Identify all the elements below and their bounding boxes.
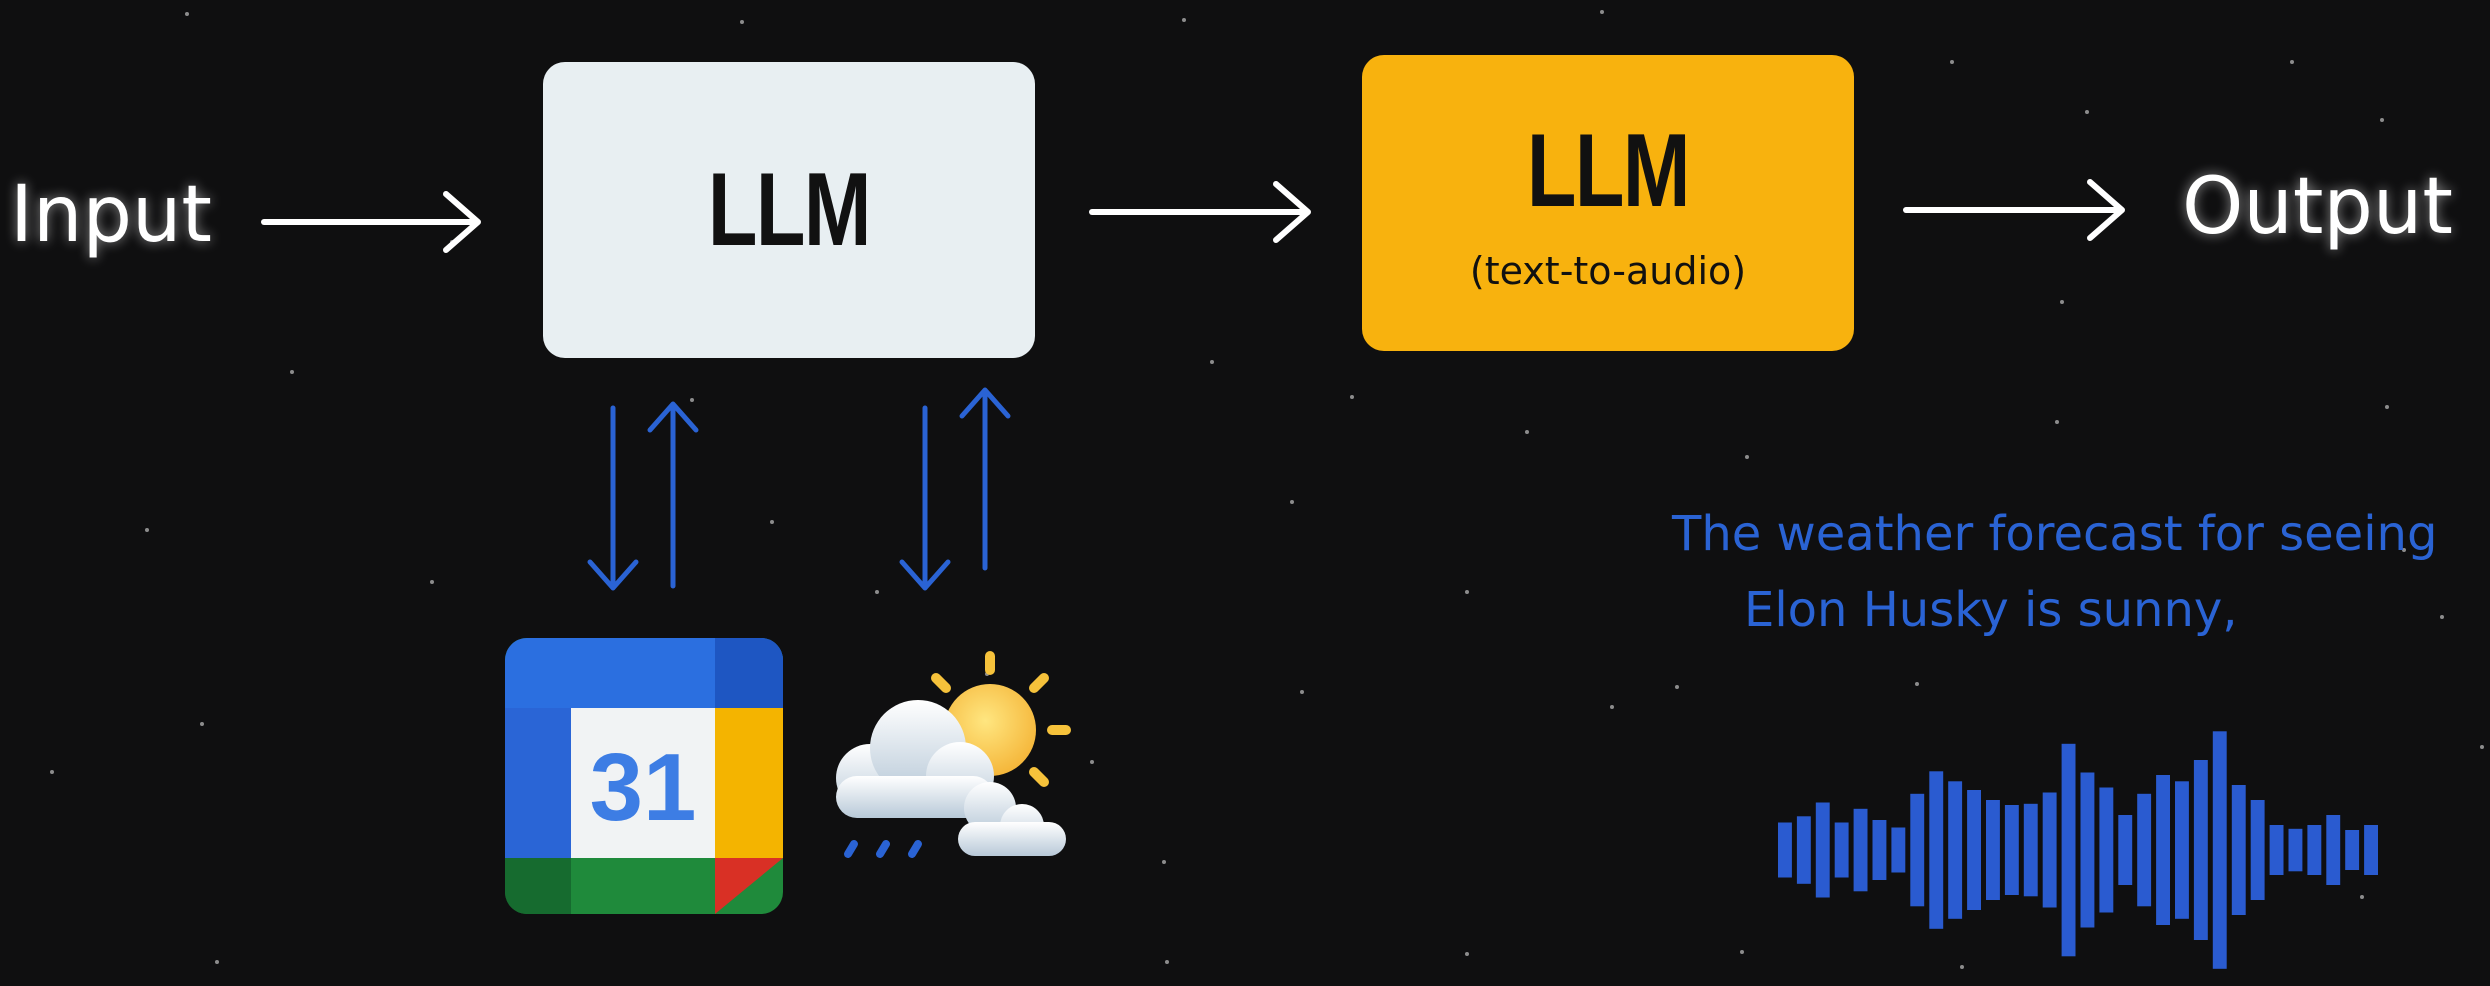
star (2385, 405, 2389, 409)
waveform-bar (1910, 793, 1925, 907)
arrow-input-to-llm (261, 191, 481, 253)
waveform-bar (1948, 781, 1963, 919)
star (2480, 745, 2484, 749)
waveform-bar (2080, 772, 2095, 928)
waveform-bar (1853, 808, 1868, 892)
star (875, 590, 879, 594)
waveform-bar (2307, 825, 2322, 875)
star (690, 398, 694, 402)
caption-line-2: Elon Husky is sunny, (1744, 582, 2238, 638)
star (1525, 430, 1529, 434)
star (1465, 952, 1469, 956)
waveform-bar (1986, 800, 2000, 900)
arrow-weather-to-llm (959, 387, 1011, 571)
arrow-tts-to-output (1903, 179, 2125, 241)
waveform-bar (1778, 822, 1792, 878)
waveform-bar (2364, 825, 2378, 875)
star (1610, 705, 1614, 709)
tts-box-title: LLM (1527, 113, 1691, 229)
star (1745, 455, 1749, 459)
waveform-bar (2061, 743, 2076, 957)
waveform-bar (2175, 781, 2189, 919)
weather-icon (836, 651, 1071, 858)
waveform-bar (2250, 800, 2265, 900)
star (2060, 300, 2064, 304)
waveform-bar (2288, 828, 2303, 872)
input-label: Input (10, 170, 212, 260)
waveform-bar (2118, 815, 2133, 885)
waveform-bar (2137, 793, 2152, 907)
waveform-bar (1967, 790, 1981, 910)
star (1090, 760, 1094, 764)
star (185, 12, 189, 16)
star (2440, 615, 2444, 619)
waveform-bar (2231, 785, 2246, 915)
star (2360, 895, 2364, 899)
output-label: Output (2182, 162, 2453, 252)
star (290, 370, 294, 374)
waveform-bar (1872, 820, 1887, 880)
tts-box-subtitle: (text-to-audio) (1469, 249, 1747, 293)
star (1465, 590, 1469, 594)
star (1210, 360, 1214, 364)
waveform-bar (1891, 827, 1906, 873)
llm-box-title: LLM (708, 152, 872, 268)
waveform-bar (2269, 825, 2284, 875)
star (1162, 860, 1166, 864)
waveform-bar (1834, 822, 1849, 878)
star (2085, 110, 2089, 114)
star (2290, 60, 2294, 64)
waveform-bar (2326, 815, 2341, 885)
waveform-bar (1796, 816, 1811, 884)
waveform-bar (2004, 805, 2019, 895)
star (1600, 10, 1604, 14)
star (1960, 965, 1964, 969)
star (1165, 960, 1169, 964)
star (1915, 682, 1919, 686)
waveform-bar (2099, 787, 2114, 913)
calendar-day: 31 (590, 734, 697, 841)
star (2055, 420, 2059, 424)
star (1740, 950, 1744, 954)
star (1300, 690, 1304, 694)
waveform-bar (2042, 792, 2057, 908)
star (2402, 548, 2406, 552)
star (2380, 118, 2384, 122)
waveform-bar (2212, 731, 2227, 969)
arrow-llm-to-weather (899, 405, 951, 591)
waveform-bar (2156, 775, 2170, 925)
caption-line-1: The weather forecast for seeing (1672, 506, 2438, 562)
star (50, 770, 54, 774)
waveform-bar (1815, 802, 1830, 898)
star (740, 20, 744, 24)
star (1850, 545, 1854, 549)
star (1182, 18, 1186, 22)
arrow-llm-to-tts (1089, 181, 1311, 243)
tts-caption: The weather forecast for seeing Elon Hus… (1672, 496, 2472, 648)
audio-waveform-icon (1778, 731, 2378, 969)
star (1950, 60, 1954, 64)
waveform-bar (2023, 803, 2038, 897)
llm-box: LLM (543, 62, 1035, 358)
waveform-bar (2193, 760, 2208, 940)
star (1290, 500, 1294, 504)
star (215, 960, 219, 964)
arrow-llm-to-calendar (587, 405, 639, 591)
calendar-icon: 31 (505, 638, 783, 914)
tts-llm-box: LLM (text-to-audio) (1362, 55, 1854, 351)
star (1675, 685, 1679, 689)
waveform-bar (1929, 771, 1944, 929)
waveform-bar (2345, 830, 2360, 870)
star (145, 528, 149, 532)
arrow-calendar-to-llm (647, 401, 699, 589)
star (430, 580, 434, 584)
star (770, 520, 774, 524)
star (200, 722, 204, 726)
star (1350, 395, 1354, 399)
